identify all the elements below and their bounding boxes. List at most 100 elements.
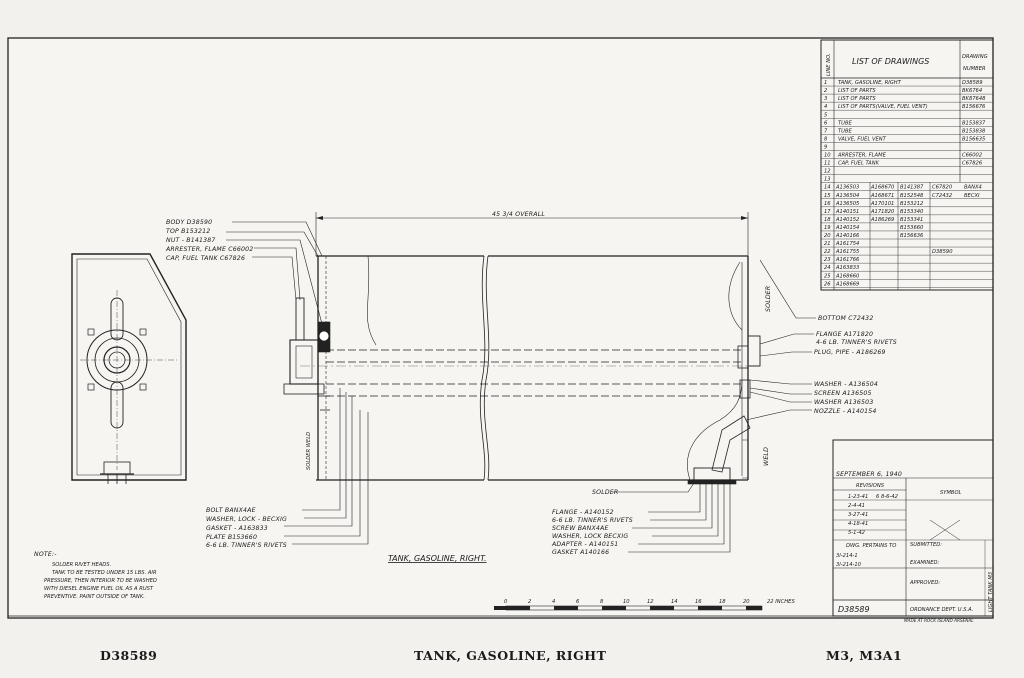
list-grid-cell: A136503 bbox=[835, 185, 859, 191]
list-row-name: TUBE bbox=[838, 128, 853, 134]
list-grid-cell: A136505 bbox=[835, 201, 860, 207]
list-row-number: 24 bbox=[824, 265, 831, 271]
callouts-right: BOTTOM C72432 FLANGE A171820 4-6 LB. TIN… bbox=[814, 315, 897, 415]
leader-lines bbox=[226, 221, 816, 553]
callout-flange: FLANGE - A140152 bbox=[552, 509, 614, 516]
list-grid-cell: A140152 bbox=[835, 217, 859, 223]
list-grid-cell: A161755 bbox=[835, 249, 860, 255]
list-row-number: 9 bbox=[824, 144, 827, 150]
list-row-number: 6 bbox=[824, 120, 828, 126]
note-line: PREVENTIVE. PAINT OUTSIDE OF TANK. bbox=[44, 594, 145, 600]
col-drawing: DRAWING bbox=[962, 54, 988, 60]
title-symbol: SYMBOL bbox=[940, 490, 962, 496]
scale-tick: 14 bbox=[671, 599, 678, 605]
list-row-number: 14 bbox=[824, 185, 831, 191]
title-block bbox=[832, 439, 994, 617]
list-grid-cell: A136504 bbox=[835, 193, 859, 199]
list-grid-cell: BECXI bbox=[964, 193, 980, 199]
scale-tick: 6 bbox=[576, 599, 580, 605]
list-grid-cell: B156636 bbox=[900, 233, 924, 239]
list-grid-cell: B153660 bbox=[900, 225, 924, 231]
note-line: PRESSURE, THEN INTERIOR TO BE WASHED bbox=[44, 578, 157, 584]
solder-weld-label: SOLDER WELD bbox=[306, 432, 312, 470]
title-revisions: REVISIONS bbox=[856, 483, 885, 489]
list-row-name: TUBE bbox=[838, 120, 853, 126]
list-grid-cell: A168671 bbox=[870, 193, 894, 199]
callout-rivets-mid: 6-6 LB. TINNER'S RIVETS bbox=[552, 517, 633, 524]
list-row-number: 20 bbox=[824, 233, 831, 239]
callout-arrester: ARRESTER, FLAME C66002 bbox=[165, 246, 253, 253]
callouts-bottom-mid: FLANGE - A140152 6-6 LB. TINNER'S RIVETS… bbox=[551, 509, 633, 556]
list-grid-cell: C72432 bbox=[932, 193, 952, 199]
list-row-drawing-number: D38589 bbox=[962, 80, 983, 86]
note-line: SOLDER RIVET HEADS. bbox=[52, 562, 111, 568]
callouts-bottom-left: BOLT BANX4AE WASHER, LOCK - BECXIG GASKE… bbox=[206, 507, 287, 549]
list-row-drawing-number: B156676 bbox=[962, 104, 986, 110]
list-grid-cell: B152548 bbox=[900, 193, 924, 199]
overall-dimension: 45 3/4 OVERALL bbox=[492, 211, 545, 218]
list-grid-cell: A186269 bbox=[870, 217, 894, 223]
list-row-number: 19 bbox=[824, 225, 831, 231]
list-row-drawing-number: BK6764 bbox=[962, 88, 982, 94]
list-grid-cell: B153212 bbox=[900, 201, 923, 207]
list-grid-cell: A170101 bbox=[870, 201, 894, 207]
list-row-drawing-number: B153838 bbox=[962, 128, 986, 134]
scale-tick: 0 bbox=[504, 599, 508, 605]
view-title: TANK, GASOLINE, RIGHT. bbox=[388, 554, 487, 563]
scale-tick: 20 bbox=[743, 599, 750, 605]
col-list-of-drawings: LIST OF DRAWINGS bbox=[852, 57, 929, 66]
scale-tick: 22 INCHES bbox=[767, 599, 795, 605]
callout-screen: SCREEN A136505 bbox=[814, 390, 872, 397]
callout-washer-lock: WASHER, LOCK BECXIG bbox=[552, 533, 628, 540]
list-grid-cell: A140154 bbox=[835, 225, 859, 231]
callout-screw: SCREW BANX4AE bbox=[552, 525, 609, 532]
list-grid-cell: B153340 bbox=[900, 209, 924, 215]
end-view bbox=[71, 253, 187, 484]
scale-tick: 18 bbox=[719, 599, 726, 605]
list-grid-cell: A140151 bbox=[835, 209, 859, 215]
list-grid-cell: A140166 bbox=[835, 233, 860, 239]
list-grid-cell: A163833 bbox=[835, 265, 859, 271]
callout-nozzle: NOZZLE - A140154 bbox=[814, 408, 877, 415]
rev-row: 1-23-41 bbox=[848, 494, 868, 500]
list-row-number: 12 bbox=[824, 169, 831, 175]
list-row-number: 7 bbox=[824, 128, 828, 134]
list-row-name: LIST OF PARTS bbox=[838, 96, 876, 102]
callout-adapter: ADAPTER - A140151 bbox=[551, 541, 618, 548]
side-view bbox=[283, 212, 761, 485]
scale-tick: 8 bbox=[600, 599, 604, 605]
list-row-number: 21 bbox=[824, 241, 831, 247]
title-examined: EXAMINED: bbox=[910, 560, 940, 566]
list-grid-cell: C67820 bbox=[932, 185, 953, 191]
note-line: WITH DIESEL ENGINE FUEL OIL AS A RUST bbox=[44, 586, 154, 592]
list-row-number: 11 bbox=[824, 161, 831, 167]
title-ordnance: ORDNANCE DEPT. U.S.A. bbox=[910, 607, 973, 613]
list-row-number: 26 bbox=[824, 281, 831, 287]
sheet-border bbox=[7, 37, 994, 619]
note-block: NOTE:- SOLDER RIVET HEADS. TANK TO BE TE… bbox=[34, 551, 157, 600]
callout-bolt: BOLT BANX4AE bbox=[206, 507, 256, 514]
callout-gasket-mid: GASKET A140166 bbox=[552, 549, 609, 556]
list-grid-cell: D38590 bbox=[932, 249, 953, 255]
list-row-number: 4 bbox=[824, 104, 827, 110]
list-row-name: LIST OF PARTS bbox=[838, 88, 876, 94]
list-grid-cell: A168670 bbox=[870, 185, 895, 191]
footer-title: TANK, GASOLINE, RIGHT bbox=[414, 648, 607, 663]
rev-row: 5-1-42 bbox=[848, 530, 865, 536]
list-row-number: 10 bbox=[824, 153, 831, 159]
list-grid-cell: A171820 bbox=[870, 209, 895, 215]
list-row-number: 5 bbox=[824, 112, 828, 118]
title-approved: APPROVED: bbox=[909, 580, 940, 586]
pertains-1: 3l-214-1 bbox=[836, 553, 858, 559]
list-grid-cell: A168660 bbox=[835, 273, 860, 279]
list-row-name: TANK, GASOLINE, RIGHT bbox=[838, 80, 902, 86]
title-side-label: LIGHT TANK M3 bbox=[988, 572, 994, 612]
callout-nut: NUT - B141387 bbox=[166, 237, 216, 244]
callout-body: BODY D38590 bbox=[166, 219, 212, 226]
list-row-name: ARRESTER, FLAME bbox=[837, 153, 887, 159]
list-grid-cell: A161766 bbox=[835, 257, 860, 263]
callout-bottom: BOTTOM C72432 bbox=[818, 315, 873, 322]
list-row-drawing-number: BK87648 bbox=[962, 96, 986, 102]
